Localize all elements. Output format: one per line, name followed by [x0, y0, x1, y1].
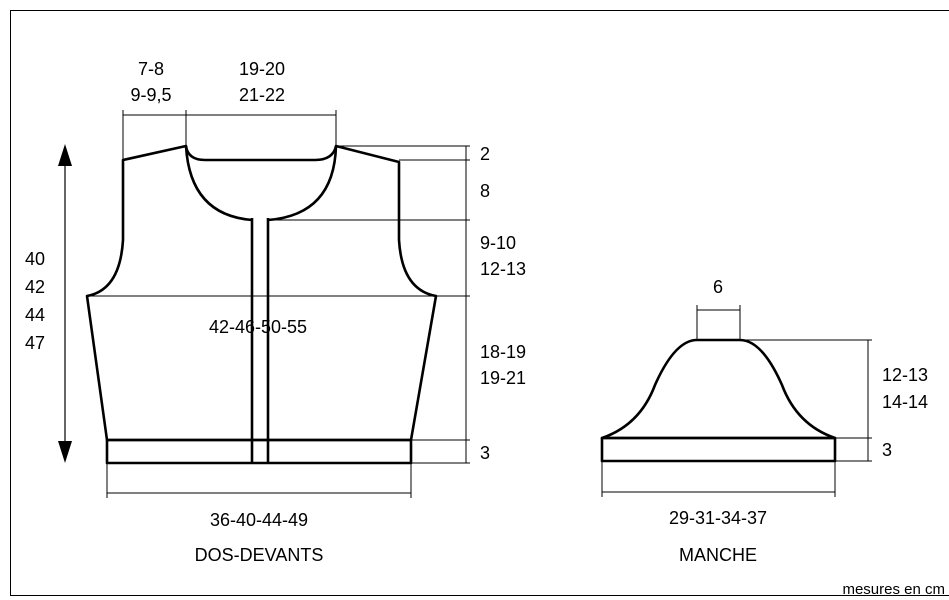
sleeve-bottom-width-label: 29-31-34-37 [669, 508, 767, 528]
shoulder-slope-label: 2 [480, 144, 490, 164]
sleeve-cap-label-1: 12-13 [882, 365, 928, 385]
side-label-2: 19-21 [480, 368, 526, 388]
sleeve-piece: 6 12-13 14-14 3 29-31-34-37 MANCHE [600, 277, 928, 565]
neck-width-label-1: 19-20 [239, 59, 285, 79]
arrow-down-icon [58, 441, 72, 463]
total-length-label-4: 47 [25, 333, 45, 353]
sleeve-cap-outline [600, 338, 837, 440]
chest-width-label: 42-46-50-55 [209, 317, 307, 337]
sleeve-bottom-band [600, 436, 837, 463]
body-bottom-band [105, 438, 413, 465]
units-note: mesures en cm [842, 581, 945, 598]
neckline-curve [184, 145, 338, 222]
band-label: 3 [480, 443, 490, 463]
side-label-1: 18-19 [480, 342, 526, 362]
total-length-label-3: 44 [25, 305, 45, 325]
sleeve-cap-label-2: 14-14 [882, 392, 928, 412]
sleeve-top-width-label: 6 [713, 277, 723, 297]
neck-width-label-2: 21-22 [239, 85, 285, 105]
total-length-label-1: 40 [25, 249, 45, 269]
armhole-label-1: 9-10 [480, 233, 516, 253]
neck-depth-label: 8 [480, 181, 490, 201]
total-length-label-2: 42 [25, 277, 45, 297]
bottom-width-label: 36-40-44-49 [210, 510, 308, 530]
shoulder-width-label-1: 7-8 [138, 59, 164, 79]
shoulder-width-label-2: 9-9,5 [130, 85, 171, 105]
body-piece: 7-8 9-9,5 19-20 21-22 40 42 44 47 2 8 9-… [25, 59, 526, 565]
body-outline [85, 144, 438, 442]
armhole-label-2: 12-13 [480, 259, 526, 279]
body-piece-title: DOS-DEVANTS [195, 545, 324, 565]
diagram-border [10, 10, 949, 596]
sleeve-band-label: 3 [882, 440, 892, 460]
sleeve-piece-title: MANCHE [679, 545, 757, 565]
arrow-up-icon [58, 144, 72, 166]
